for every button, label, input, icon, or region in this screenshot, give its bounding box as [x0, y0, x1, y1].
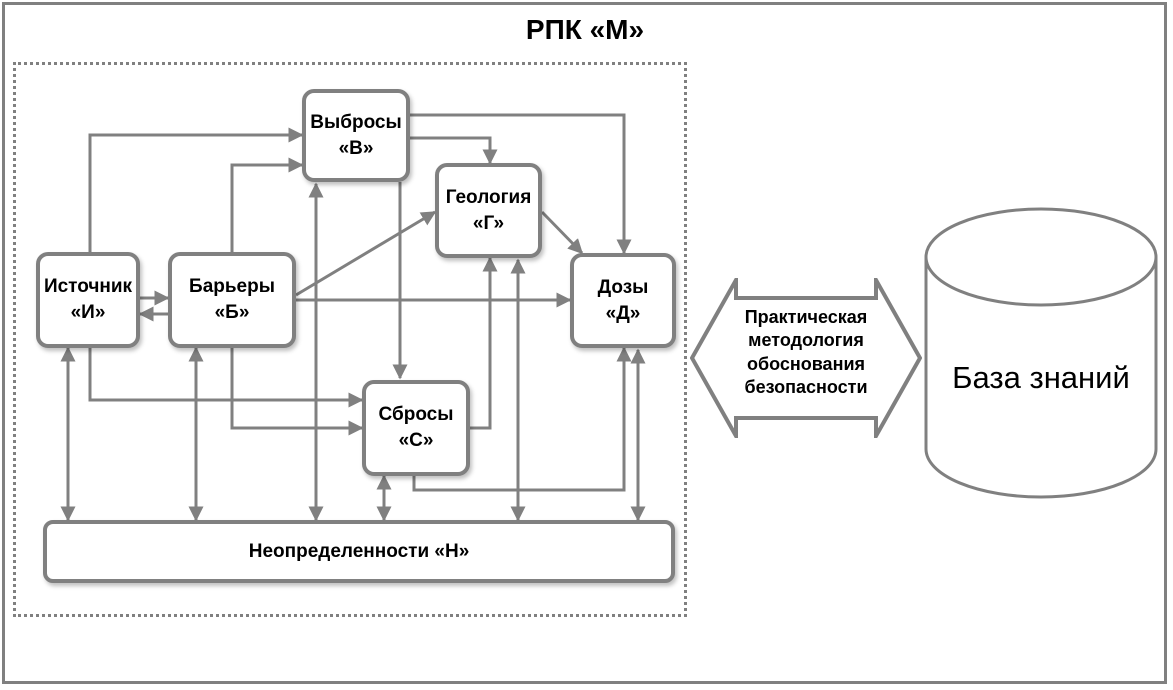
- link-barriers-discharges: [230, 346, 364, 436]
- database-cylinder-icon: [924, 207, 1158, 499]
- link-source-emissions: [88, 127, 304, 252]
- diagram-title: РПК «М»: [525, 14, 645, 45]
- node-barriers: Барьеры «Б»: [168, 252, 296, 348]
- node-geology: Геология «Г»: [435, 163, 542, 258]
- link-barriers-emissions: [230, 157, 304, 252]
- link-emissions-doses: [410, 113, 632, 255]
- methodology-label: Практическая методология обоснования без…: [744, 307, 868, 398]
- link-geology-doses: [540, 210, 584, 255]
- database-label: База знаний: [952, 360, 1130, 395]
- node-discharges: Сбросы «С»: [362, 380, 470, 476]
- node-emissions: Выбросы «В»: [302, 89, 410, 182]
- node-doses: Дозы «Д»: [570, 253, 676, 348]
- methodology-double-arrow: [690, 278, 922, 438]
- node-uncertainties: Неопределенности «Н»: [43, 520, 675, 583]
- model-boundary: [13, 62, 687, 617]
- link-source-discharges: [88, 346, 364, 408]
- link-emissions-geology: [410, 136, 498, 165]
- node-source: Источник «И»: [36, 252, 140, 348]
- link-discharges-geology: [470, 256, 498, 430]
